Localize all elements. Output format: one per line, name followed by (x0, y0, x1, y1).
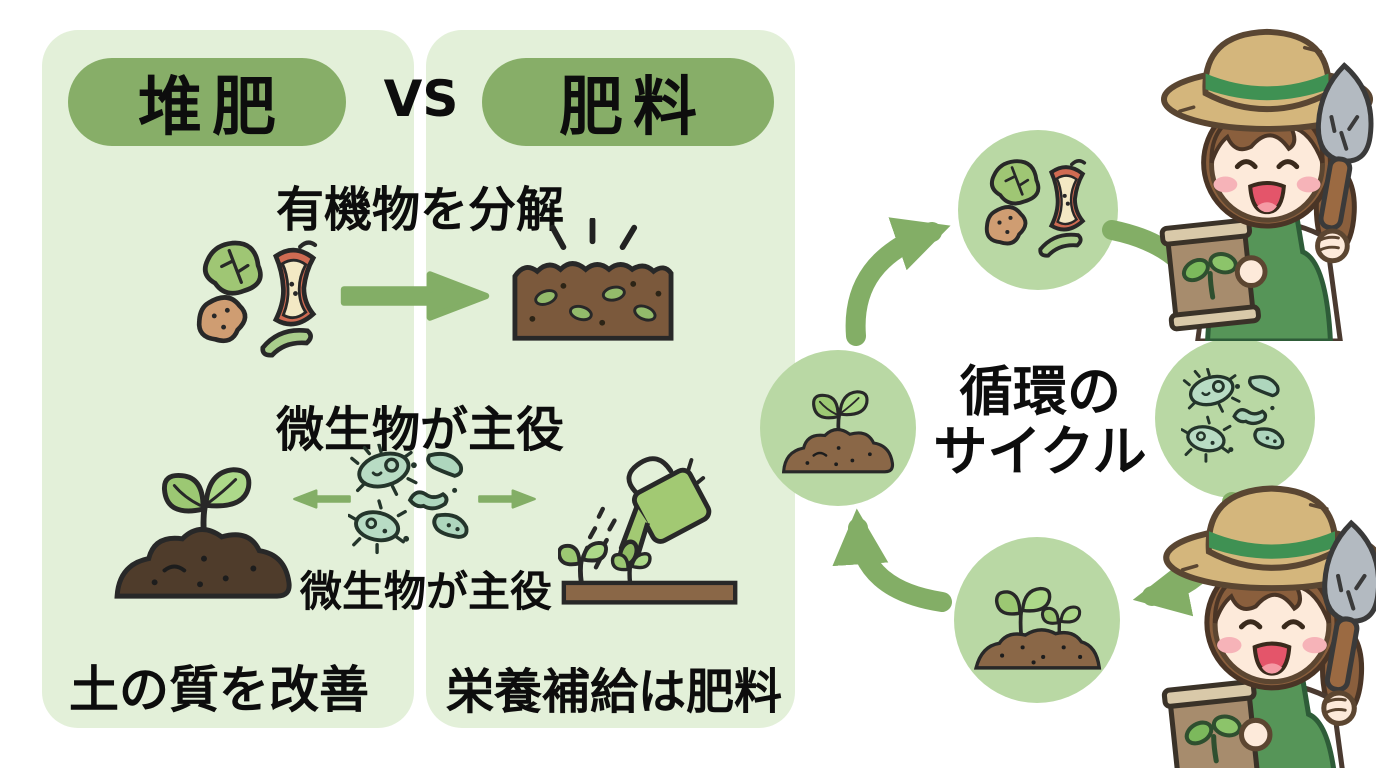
compost-title: 堆肥 (138, 71, 286, 145)
microbes-icon (348, 442, 474, 562)
microbes-icon (1181, 368, 1289, 468)
decompose-label: 有機物を分解 (275, 182, 564, 238)
cycle-node-seedlings (954, 537, 1120, 703)
fertilizer-panel (426, 30, 795, 728)
cycle-node-sprout (760, 350, 916, 506)
seedlings-mound-icon (972, 565, 1102, 675)
cycle-title: 循環の サイクル (905, 360, 1175, 484)
food-scraps-icon (190, 232, 330, 370)
cycle-node-food-scraps (958, 130, 1118, 290)
cycle-title-line1: 循環の (959, 360, 1121, 423)
cycle-arrow-left-icon (832, 508, 952, 612)
gardener-top-illustration (1150, 14, 1376, 341)
gardener-bottom-illustration (1152, 470, 1376, 768)
compost-footer-label: 土の質を改善 (69, 661, 369, 719)
right-arrow-icon (340, 268, 490, 324)
fertilizer-title: 肥料 (559, 71, 707, 145)
right-arrow-small-icon (478, 480, 536, 518)
fertilizer-title-pill: 肥料 (482, 58, 774, 146)
compost-title-pill: 堆肥 (68, 58, 346, 146)
compost-soil-icon (505, 218, 680, 346)
cycle-node-microbes (1155, 338, 1315, 498)
microbes-label: 微生物が主役 (275, 402, 564, 458)
food-scraps-icon (979, 155, 1097, 265)
versus-label: VS (383, 70, 459, 128)
compost-panel (42, 30, 414, 728)
microbes-sub-label: 微生物が主役 (299, 567, 552, 616)
sprout-mound-icon (778, 378, 898, 478)
cycle-title-line2: サイクル (933, 420, 1147, 484)
sprout-mound-icon (108, 448, 298, 606)
left-arrow-icon (293, 480, 351, 518)
cycle-arrow-up-icon (845, 217, 951, 346)
watering-can-icon (558, 438, 743, 610)
fertilizer-footer-label: 栄養補給は肥料 (445, 664, 782, 720)
